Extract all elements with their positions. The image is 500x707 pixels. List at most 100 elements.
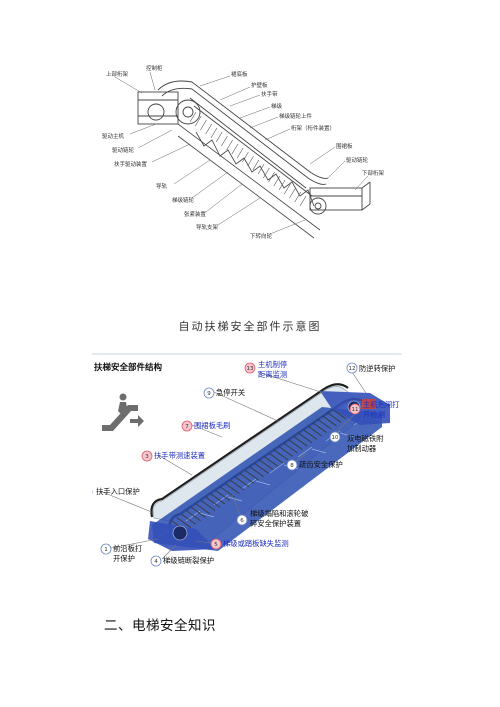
truss-strut: [297, 446, 313, 458]
callout-10-text: 双电磁铁附: [347, 434, 384, 443]
step-line: [326, 412, 342, 423]
label-skirt-panel: 围裙板: [336, 142, 353, 150]
callout-6-text2: 碎安全保护装置: [250, 519, 301, 528]
callout-5: 5 梯级或踏板缺失监测: [210, 538, 289, 550]
step-line: [263, 456, 279, 467]
step-line: [283, 442, 298, 454]
step-line: [322, 415, 337, 427]
callout-3-number: 3: [145, 454, 149, 460]
callout-9-number: 9: [207, 391, 211, 397]
callout-13-badge: [244, 362, 256, 374]
step-line: [215, 131, 223, 143]
callout-1-badge: [100, 543, 112, 555]
callout-11-number: 11: [352, 407, 359, 413]
step-line: [210, 127, 218, 139]
step-line: [231, 143, 239, 155]
step-line: [249, 466, 264, 478]
callout-10-text2: 加制动器: [347, 444, 377, 453]
step-line: [273, 449, 289, 461]
step-line: [317, 418, 332, 430]
step-line: [307, 425, 323, 437]
label-deck: 裙底板: [231, 70, 248, 78]
callout-7: 7 围裙板毛刷: [181, 420, 230, 432]
step-line: [273, 175, 281, 187]
callout-13-text2: 距离监测: [258, 370, 287, 379]
callout-4-text: 梯级链断裂保护: [163, 556, 214, 565]
callout-6-number: 6: [240, 518, 244, 524]
step-line: [292, 435, 308, 447]
callout-13-text: 主机制停: [258, 360, 287, 369]
step-line: [205, 123, 212, 135]
label-lower-end: 下部桁架: [362, 169, 385, 177]
step-line: [259, 459, 274, 471]
step-line: [299, 195, 307, 207]
callout-8: 8 疏齿安全保护: [286, 459, 343, 471]
callout-13-number: 13: [247, 366, 254, 372]
callout-5-badge: [210, 538, 222, 550]
callout-1: 1 前沿板打 开保护: [100, 543, 142, 563]
callout-11-badge: [349, 403, 361, 415]
callout-7-number: 7: [185, 424, 189, 430]
truss-strut: [255, 480, 271, 486]
callout-6-badge: [236, 514, 248, 526]
step-line: [294, 191, 302, 203]
step-line: [236, 147, 244, 159]
callout-12: 12 防逆转保护: [346, 362, 395, 374]
label-lower-drive: 驱动链轮: [346, 156, 369, 164]
step-line: [194, 115, 202, 127]
step-line: [176, 517, 192, 528]
callout-7-badge: [181, 420, 193, 432]
step-line: [215, 490, 230, 501]
step-line: [278, 179, 286, 191]
step-line: [242, 151, 249, 163]
callout-5-number: 5: [214, 542, 218, 548]
callout-1-text2: 开保护: [113, 554, 135, 563]
balustrade: [157, 80, 329, 197]
label-lower-wheel: 下转向轮: [250, 232, 273, 240]
step-line: [181, 513, 196, 525]
callout-12-number: 12: [349, 366, 356, 372]
callout-4-number: 4: [154, 559, 158, 565]
step-line: [225, 483, 240, 495]
lower-machine-box: [309, 181, 371, 215]
truss-strut: [199, 512, 215, 518]
escalator-line-drawing: 上部桁架 控制柜 裙底板 护壁板 扶手带 梯级 梯级链轮上件 桁架（桁件装置） …: [102, 64, 385, 240]
callout-11-text2: 开检测: [363, 410, 385, 419]
label-guide-rail: 导轨: [156, 182, 168, 190]
step-line: [284, 183, 291, 195]
step-line: [221, 135, 228, 147]
callout-11: 11 主机抱闸打 开检测: [349, 400, 399, 419]
step-line: [278, 445, 293, 457]
step-line: [205, 496, 221, 508]
figure-caption: 自动扶梯安全部件示意图: [178, 320, 322, 333]
step-line: [268, 452, 284, 464]
label-upper-end: 上部桁架: [106, 70, 129, 78]
callout-5-text: 梯级或踏板缺失监测: [223, 539, 289, 548]
label-truss: 桁架（桁件装置）: [291, 124, 335, 132]
step-line: [226, 139, 233, 151]
callout-1-text: 前沿板打: [113, 544, 142, 553]
callout-8-text: 疏齿安全保护: [299, 460, 343, 469]
callout-7-text: 围裙板毛刷: [194, 421, 230, 430]
callout-4-badge: [150, 555, 162, 567]
callout-1-number: 1: [104, 547, 108, 553]
label-guard-board: 护壁板: [251, 81, 268, 89]
callout-3: 3 扶手带测速装置: [141, 450, 205, 462]
callout-12-text: 防逆转保护: [359, 364, 395, 373]
callout-10: 10 双电磁铁附 加制动器: [329, 431, 384, 453]
step-line: [297, 432, 313, 444]
step-line: [200, 119, 207, 131]
label-drive-sprocket: 驱动链轮: [112, 146, 135, 154]
truss-strut: [339, 432, 355, 438]
step-array: [189, 111, 307, 207]
escalator-icon: [102, 393, 144, 431]
label-guide: 导轨支架: [196, 223, 219, 231]
step-line: [268, 171, 275, 183]
step-line: [189, 111, 197, 123]
step-line: [331, 408, 347, 420]
callout-9-text: 急停开关: [216, 388, 245, 397]
label-step: 梯级: [271, 102, 283, 110]
step-line: [252, 159, 260, 171]
step-line: [234, 476, 250, 488]
callout-8-badge: [286, 459, 298, 471]
